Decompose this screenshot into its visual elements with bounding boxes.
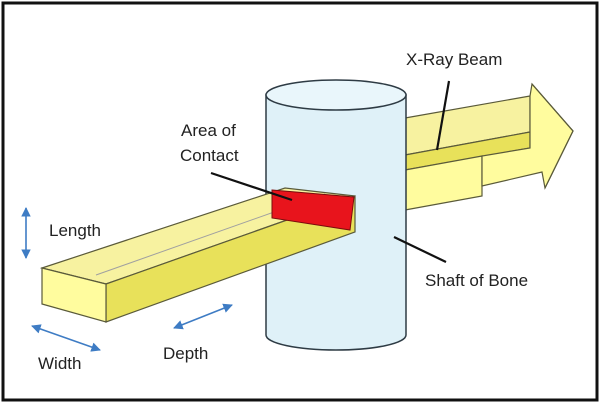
- bone-top-ellipse: [265, 79, 407, 111]
- depth-label: Depth: [163, 344, 208, 363]
- length-label: Length: [49, 221, 101, 240]
- beam-end-face: [41, 267, 107, 323]
- beam-far-section: [404, 82, 574, 211]
- width-arrow: [31, 324, 101, 352]
- area-of-contact-label-line2: Contact: [180, 146, 239, 165]
- beam-leader-line: [435, 80, 451, 151]
- shaft-of-bone-label: Shaft of Bone: [425, 271, 528, 290]
- shaft-leader-line: [393, 236, 447, 263]
- depth-arrow: [173, 303, 233, 330]
- contact-leader-line: [210, 171, 293, 202]
- xray-beam-label: X-Ray Beam: [406, 50, 502, 69]
- width-label: Width: [38, 354, 81, 373]
- area-of-contact-label-line1: Area of: [181, 121, 236, 140]
- contact-area: [271, 189, 355, 231]
